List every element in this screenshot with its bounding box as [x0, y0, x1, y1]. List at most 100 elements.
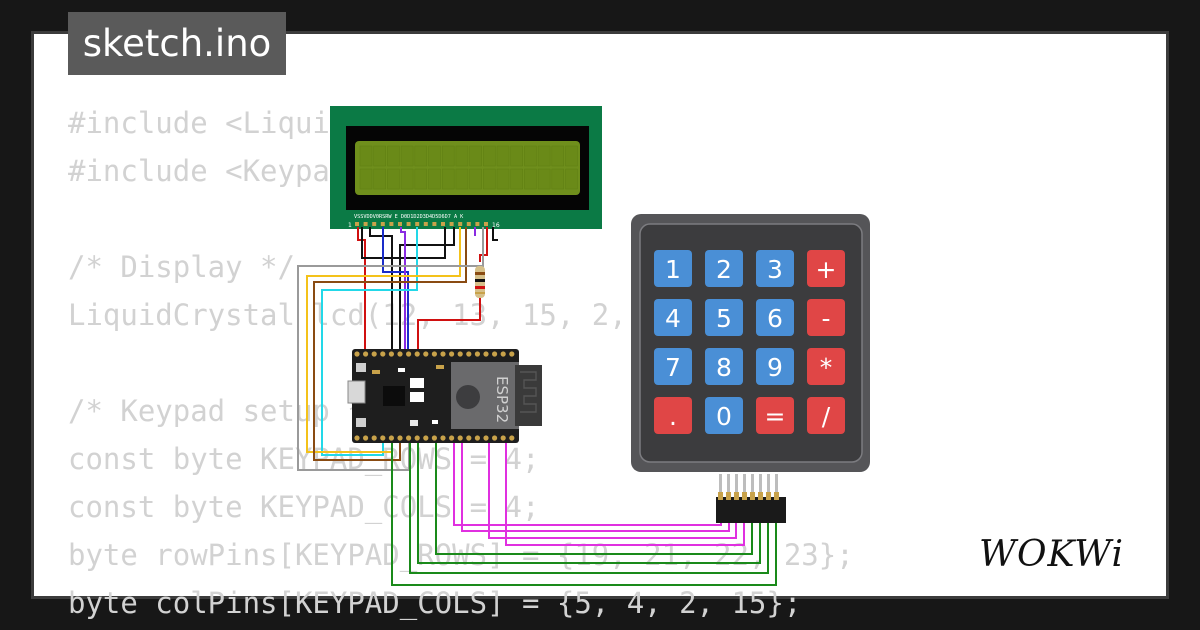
- key-button[interactable]: -: [807, 299, 845, 336]
- resistor-band: [475, 279, 485, 282]
- key-button[interactable]: 2: [705, 250, 743, 287]
- lcd-pin: [398, 222, 402, 226]
- lcd-pin: [449, 222, 454, 226]
- key-button[interactable]: =: [756, 397, 794, 434]
- key-cap: [756, 250, 794, 287]
- wire-green: [391, 443, 777, 586]
- esp32-pin: [466, 435, 472, 441]
- lcd-char-cell: [537, 168, 551, 190]
- key-button[interactable]: 0: [705, 397, 743, 434]
- key-button[interactable]: 4: [654, 299, 692, 336]
- esp32-pin: [457, 351, 463, 357]
- esp32-pin: [423, 435, 429, 441]
- lcd-char-cell: [428, 168, 441, 190]
- key-button[interactable]: 7: [654, 348, 692, 385]
- lcd-char-cell: [469, 145, 482, 167]
- key-cap: [705, 348, 743, 385]
- lcd-char-cell: [524, 145, 537, 167]
- wire-magenta: [488, 443, 737, 539]
- keypad-pin: [735, 474, 738, 498]
- lcd-char-cell: [414, 145, 428, 167]
- lcd-pin-header: [355, 222, 488, 226]
- keypad-pin-tip: [742, 492, 747, 500]
- lcd-pin: [466, 222, 471, 226]
- wire-green: [409, 443, 769, 574]
- wokwi-logo[interactable]: WOKWi: [975, 525, 1155, 580]
- esp32-board[interactable]: ESP32: [347, 349, 542, 443]
- lcd-display[interactable]: VSSVDDV0RSRW E D0D1D2D3D4D5D6D7 A K 1 16: [330, 106, 602, 229]
- key-label: 3: [767, 255, 783, 284]
- lcd-char-cell: [387, 168, 400, 190]
- keypad-pin-tip: [758, 492, 763, 500]
- usb-port: [347, 380, 366, 404]
- resistor[interactable]: [475, 266, 485, 298]
- esp32-pin: [509, 435, 515, 441]
- key-button[interactable]: 5: [705, 299, 743, 336]
- esp32-pin: [414, 351, 420, 357]
- wire-black: [492, 227, 498, 241]
- key-label: 6: [767, 304, 783, 333]
- esp32-pin: [440, 351, 446, 357]
- key-button[interactable]: .: [654, 397, 692, 434]
- keypad-pin-tip: [774, 492, 779, 500]
- lcd-char-cell: [510, 145, 523, 167]
- lcd-char-cell: [455, 168, 469, 190]
- lcd-char-cell: [483, 168, 496, 190]
- key-label: *: [820, 353, 833, 382]
- file-tab[interactable]: sketch.ino: [68, 12, 286, 75]
- key-button[interactable]: 1: [654, 250, 692, 287]
- key-button[interactable]: 9: [756, 348, 794, 385]
- keypad-pin: [719, 474, 722, 498]
- keypad-connector-pins: [718, 474, 779, 500]
- lcd-char-cell: [359, 145, 373, 167]
- esp32-pin: [466, 351, 472, 357]
- lcd-char-cell: [400, 168, 414, 190]
- lcd-pin: [432, 222, 437, 226]
- key-cap: [807, 250, 845, 287]
- button-reset[interactable]: [356, 418, 366, 427]
- lcd-char-cell: [483, 145, 496, 167]
- esp32-pin: [474, 351, 480, 357]
- lcd-pin-labels: VSSVDDV0RSRW E D0D1D2D3D4D5D6D7 A K: [354, 214, 464, 220]
- wire-black: [369, 227, 393, 352]
- lcd-char-cell: [551, 168, 565, 190]
- lcd-char-cell: [359, 168, 373, 190]
- key-label: 9: [767, 353, 783, 382]
- key-button[interactable]: 8: [705, 348, 743, 385]
- wire-purple: [400, 227, 406, 352]
- esp32-pin: [500, 435, 506, 441]
- esp32-pin: [474, 435, 480, 441]
- lcd-pin: [415, 222, 420, 226]
- esp32-pin: [363, 435, 369, 441]
- lcd-pin: [363, 222, 368, 226]
- key-button[interactable]: *: [807, 348, 845, 385]
- key-button[interactable]: /: [807, 397, 845, 434]
- esp32-pin: [483, 351, 489, 357]
- lcd-pin-last: 16: [492, 222, 500, 229]
- espressif-logo-icon: [456, 385, 480, 409]
- key-cap: [807, 299, 845, 336]
- code-background: #include <LiquidCrystal.h>#include <Keyp…: [68, 99, 854, 627]
- key-button[interactable]: 3: [756, 250, 794, 287]
- wire-green: [435, 443, 753, 555]
- button-boot[interactable]: [356, 363, 366, 372]
- key-cap: [756, 299, 794, 336]
- keypad-pin-tip: [718, 492, 723, 500]
- lcd-pin: [372, 222, 377, 226]
- key-button[interactable]: 6: [756, 299, 794, 336]
- esp32-pin: [457, 435, 463, 441]
- regulator-chip: [383, 386, 405, 406]
- lcd-char-cell: [496, 145, 510, 167]
- key-cap: [705, 250, 743, 287]
- code-line: const byte KEYPAD_COLS = 4;: [68, 490, 540, 524]
- keypad-pin-tip: [726, 492, 731, 500]
- esp32-pin: [449, 351, 455, 357]
- esp32-pin: [492, 435, 498, 441]
- smd-component: [410, 392, 424, 402]
- key-button[interactable]: +: [807, 250, 845, 287]
- esp32-pin: [380, 351, 386, 357]
- esp32-pin-row-top: [354, 351, 515, 357]
- keypad-pin-tip: [734, 492, 739, 500]
- key-label: 8: [716, 353, 732, 382]
